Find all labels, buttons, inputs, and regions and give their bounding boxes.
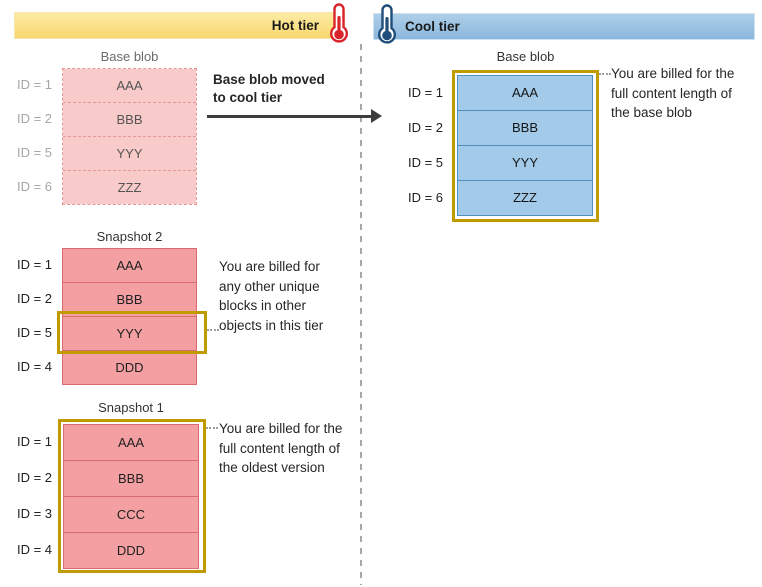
row-id-label: ID = 2 xyxy=(16,470,52,485)
block-cell: BBB xyxy=(458,111,592,146)
move-arrow-head-icon xyxy=(371,109,382,123)
row-id-label: ID = 1 xyxy=(16,257,52,272)
snapshot1-title: Snapshot 1 xyxy=(98,400,164,415)
tier-divider xyxy=(360,44,362,585)
block-cell: YYY xyxy=(458,146,592,181)
row-id-label: ID = 6 xyxy=(16,179,52,194)
block-cell: AAA xyxy=(458,76,592,111)
row-id-label: ID = 1 xyxy=(16,77,52,92)
hot-tier-label: Hot tier xyxy=(271,18,319,33)
cool-tier-bar: Cool tier xyxy=(373,13,755,40)
cool-base-blob-table: AAA BBB YYY ZZZ xyxy=(457,75,593,216)
block-cell: AAA xyxy=(63,249,196,283)
snapshot2-annotation: You are billed for any other unique bloc… xyxy=(219,259,324,333)
block-cell: DDD xyxy=(63,351,196,384)
block-cell: AAA xyxy=(63,69,196,103)
row-id-label: ID = 5 xyxy=(16,325,52,340)
row-id-label: ID = 2 xyxy=(16,291,52,306)
snapshot2-highlight-box xyxy=(57,311,207,354)
hot-thermometer-icon xyxy=(330,3,348,43)
cool-base-blob-annotation: You are billed for the full content leng… xyxy=(611,66,735,120)
block-cell: BBB xyxy=(63,103,196,137)
cool-tier-label: Cool tier xyxy=(405,19,460,34)
row-id-label: ID = 2 xyxy=(407,120,443,135)
row-id-label: ID = 1 xyxy=(407,85,443,100)
dotted-connector xyxy=(206,427,218,429)
block-cell: ZZZ xyxy=(458,181,592,215)
hot-base-blob-table: AAA BBB YYY ZZZ xyxy=(62,68,197,205)
row-id-label: ID = 4 xyxy=(16,542,52,557)
hot-tier-bar: Hot tier xyxy=(14,12,345,39)
block-cell: YYY xyxy=(63,317,196,351)
row-id-label: ID = 6 xyxy=(407,190,443,205)
cool-base-blob-title: Base blob xyxy=(496,49,555,64)
block-cell: DDD xyxy=(64,533,198,568)
block-cell: ZZZ xyxy=(63,171,196,204)
block-cell: CCC xyxy=(64,497,198,533)
row-id-label: ID = 5 xyxy=(16,145,52,160)
block-cell: YYY xyxy=(63,137,196,171)
snapshot1-highlight-box xyxy=(58,419,206,573)
cool-thermometer-icon xyxy=(378,4,396,44)
dotted-connector xyxy=(599,73,611,75)
hot-base-blob-title: Base blob xyxy=(100,49,159,64)
snapshot1-annotation: You are billed for the full content leng… xyxy=(219,421,343,475)
block-cell: BBB xyxy=(64,461,198,497)
row-id-label: ID = 4 xyxy=(16,359,52,374)
move-arrow xyxy=(207,115,373,118)
row-id-label: ID = 1 xyxy=(16,434,52,449)
row-id-label: ID = 3 xyxy=(16,506,52,521)
move-arrow-label: Base blob moved to cool tier xyxy=(213,72,325,105)
dotted-connector xyxy=(207,329,219,331)
row-id-label: ID = 5 xyxy=(407,155,443,170)
cool-base-blob-highlight-box xyxy=(452,70,599,222)
row-id-label: ID = 2 xyxy=(16,111,52,126)
snapshot1-table: AAA BBB CCC DDD xyxy=(63,424,199,569)
block-cell: AAA xyxy=(64,425,198,461)
snapshot2-title: Snapshot 2 xyxy=(96,229,163,244)
